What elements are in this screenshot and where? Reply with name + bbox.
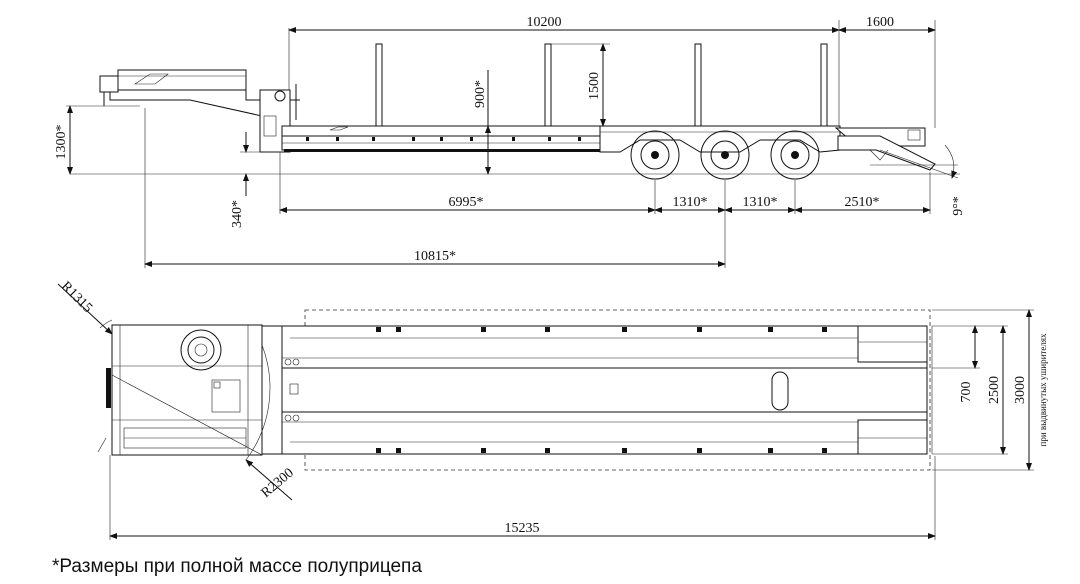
- dim-front-radius: R1315: [58, 279, 95, 316]
- gooseneck-top: [106, 324, 263, 456]
- dim-total-length: 10200: [527, 15, 562, 30]
- dim-coupling-height: 1300*: [54, 125, 69, 160]
- wheels: [630, 130, 820, 180]
- dim-overall-length: 15235: [505, 521, 540, 536]
- low-deck: [281, 125, 623, 152]
- dim-rear-overhang: 1600: [866, 15, 894, 30]
- stakes: [375, 43, 828, 127]
- dim-rear-to-end: 2510*: [845, 195, 880, 210]
- note-extended: при выдвинутых уширителях: [1038, 333, 1048, 446]
- rear-ramps: [834, 127, 936, 171]
- dim-deck-to-axle: 6995*: [449, 195, 484, 210]
- top-view: R1315 R2300 15235 700 2500 3000 при выдв…: [57, 279, 1048, 540]
- dim-ramp-width: 700: [959, 382, 974, 403]
- deck-top: [261, 325, 933, 455]
- dim-stake-height: 1500: [587, 72, 602, 100]
- dim-departure-angle: 9°*: [951, 196, 966, 216]
- side-view: 10200 1600 1500 900* 1300* 340* 6995* 13…: [54, 15, 966, 268]
- axle-section: [599, 125, 841, 153]
- gooseneck: [99, 69, 300, 153]
- dim-axle-spacing-2: 1310*: [743, 195, 778, 210]
- dim-ground-clearance: 340*: [230, 200, 245, 228]
- dim-kingpin-to-axle: 10815*: [414, 249, 456, 264]
- dim-deck-height: 900*: [473, 80, 488, 108]
- dim-extended-width: 3000: [1013, 376, 1028, 404]
- dim-turning-radius: R2300: [259, 466, 297, 501]
- dim-axle-spacing-1: 1310*: [673, 195, 708, 210]
- dim-width: 2500: [987, 376, 1002, 404]
- footnote: *Размеры при полной массе полуприцепа: [52, 556, 422, 577]
